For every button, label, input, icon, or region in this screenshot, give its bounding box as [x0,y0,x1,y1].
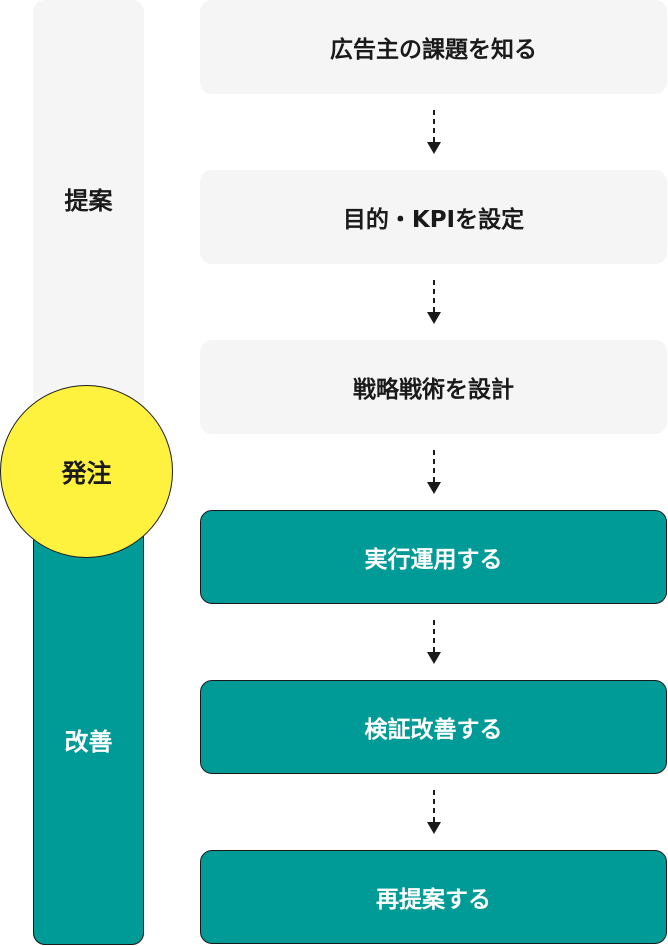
phase-order-circle: 発注 [0,385,173,558]
step-3-label: 戦略戦術を設計 [353,377,514,403]
step-1-label: 広告主の課題を知る [330,37,537,63]
step-2-box: 目的・KPIを設定 [200,170,667,264]
step-6-box: 再提案する [200,850,667,944]
dashed-down-arrow-icon [427,280,441,324]
phase-label-proposal: 提案 [64,187,113,215]
dashed-down-arrow-icon [427,790,441,834]
step-5-box: 検証改善する [200,680,667,774]
dashed-down-arrow-icon [427,110,441,154]
step-3-box: 戦略戦術を設計 [200,340,667,434]
step-5-label: 検証改善する [364,717,503,743]
step-4-label: 実行運用する [364,547,503,573]
step-4-box: 実行運用する [200,510,667,604]
phase-label-order: 発注 [61,458,112,488]
phase-label-improvement: 改善 [64,728,113,756]
step-2-label: 目的・KPIを設定 [342,207,525,233]
dashed-down-arrow-icon [427,450,441,494]
step-1-box: 広告主の課題を知る [200,0,667,94]
dashed-down-arrow-icon [427,620,441,664]
step-6-label: 再提案する [376,887,491,913]
